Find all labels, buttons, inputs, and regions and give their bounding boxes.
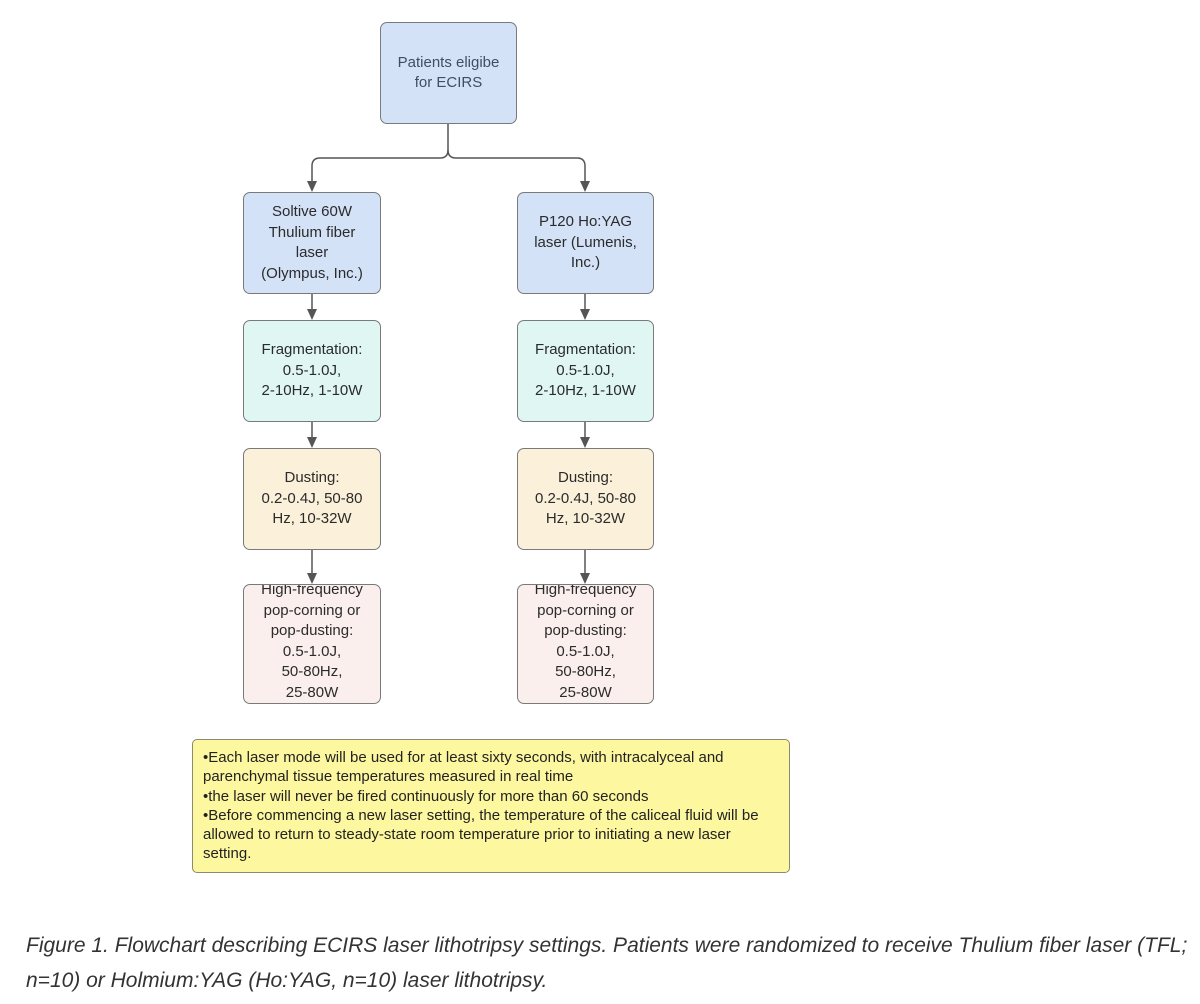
arrowhead xyxy=(307,181,317,192)
thulium-laser-node: Soltive 60W Thulium fiber laser (Olympus… xyxy=(243,192,381,294)
hoyag-high-frequency-text: High-frequency pop-corning or pop-dustin… xyxy=(534,584,637,701)
arrowhead xyxy=(307,309,317,320)
arrowhead xyxy=(580,573,590,584)
protocol-note: •Before commencing a new laser setting, … xyxy=(203,806,759,863)
arrowhead xyxy=(307,437,317,448)
start-node-text: Patients eligibe for ECIRS xyxy=(397,53,500,92)
protocol-notes-box: •Each laser mode will be used for at lea… xyxy=(192,739,790,873)
protocol-note: •the laser will never be fired continuou… xyxy=(203,787,649,805)
thulium-high-frequency-node: High-frequency pop-corning or pop-dustin… xyxy=(243,584,381,704)
arrowhead xyxy=(580,309,590,320)
hoyag-laser-text: P120 Ho:YAG laser (Lumenis, Inc.) xyxy=(534,213,637,272)
thulium-fragmentation-text: Fragmentation: 0.5-1.0J, 2-10Hz, 1-10W xyxy=(261,341,363,400)
hoyag-dusting-node: Dusting: 0.2-0.4J, 50-80 Hz, 10-32W xyxy=(517,448,654,550)
thulium-high-frequency-text: High-frequency pop-corning or pop-dustin… xyxy=(261,584,363,701)
thulium-dusting-text: Dusting: 0.2-0.4J, 50-80 Hz, 10-32W xyxy=(261,469,363,528)
connector-start-split-right xyxy=(447,149,586,182)
thulium-laser-text: Soltive 60W Thulium fiber laser (Olympus… xyxy=(261,203,363,282)
hoyag-fragmentation-node: Fragmentation: 0.5-1.0J, 2-10Hz, 1-10W xyxy=(517,320,654,422)
thulium-fragmentation-node: Fragmentation: 0.5-1.0J, 2-10Hz, 1-10W xyxy=(243,320,381,422)
hoyag-fragmentation-text: Fragmentation: 0.5-1.0J, 2-10Hz, 1-10W xyxy=(535,341,636,400)
connector-start-split xyxy=(311,124,449,182)
arrowhead xyxy=(580,181,590,192)
hoyag-high-frequency-node: High-frequency pop-corning or pop-dustin… xyxy=(517,584,654,704)
hoyag-laser-node: P120 Ho:YAG laser (Lumenis, Inc.) xyxy=(517,192,654,294)
arrowhead xyxy=(580,437,590,448)
start-node: Patients eligibe for ECIRS xyxy=(380,22,517,124)
protocol-note: •Each laser mode will be used for at lea… xyxy=(203,749,724,786)
hoyag-dusting-text: Dusting: 0.2-0.4J, 50-80 Hz, 10-32W xyxy=(535,469,636,528)
thulium-dusting-node: Dusting: 0.2-0.4J, 50-80 Hz, 10-32W xyxy=(243,448,381,550)
figure-caption: Figure 1. Flowchart describing ECIRS las… xyxy=(26,934,1188,992)
arrowhead xyxy=(307,573,317,584)
